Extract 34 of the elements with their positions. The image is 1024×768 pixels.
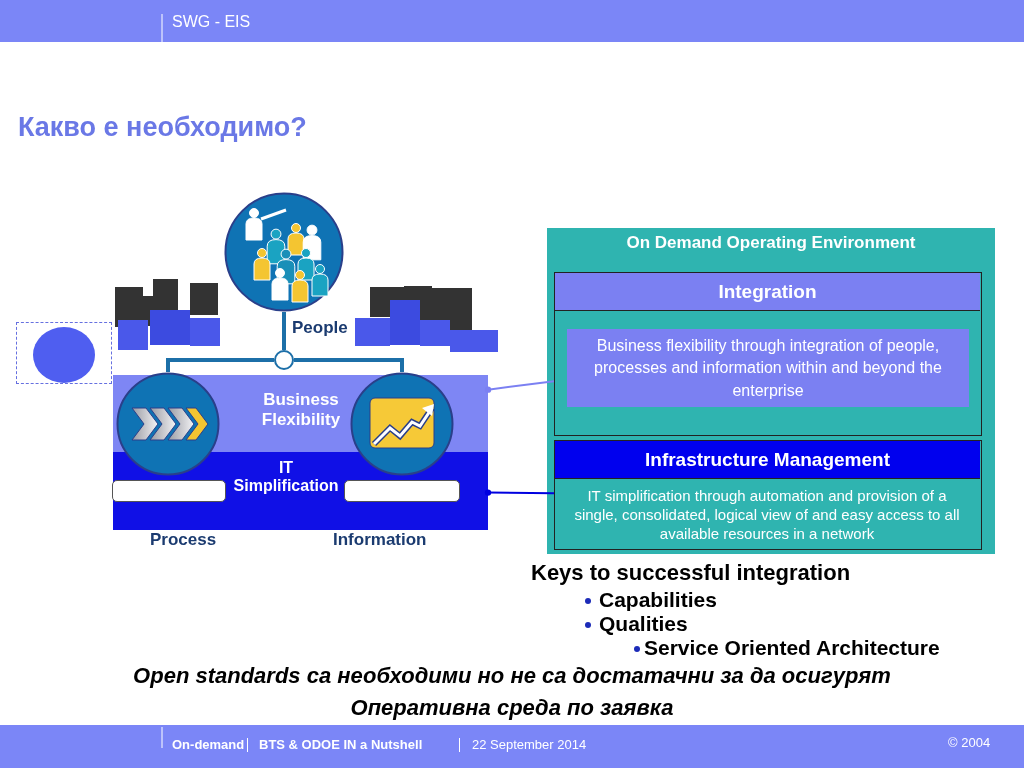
connector-line (166, 358, 274, 372)
people-caption: People (292, 318, 348, 338)
bullet-text: Capabilities (599, 588, 717, 612)
connector-line (484, 380, 555, 393)
connector-line (484, 489, 555, 496)
footer-text: 22 September 2014 (472, 737, 587, 752)
header-text: SWG - EIS (172, 13, 251, 31)
connector-line (282, 312, 286, 350)
information-caption: Information (333, 530, 427, 550)
bullet-text: Service Oriented Architecture (644, 636, 940, 660)
description-text: Business flexibility through integration of people, processes and information within and beyond the enterprise (593, 336, 943, 401)
conclusion-text: Open standards са необходими но не са достатачни за да осигурят Оперативна среда по заявка (132, 662, 892, 722)
keys-heading: Keys to successful integration (531, 560, 851, 586)
description-text: IT simplification through automation and provision of a single, consolidated, logical view of and easy access to all available resources in a network (573, 487, 961, 544)
band-label: Business Flexibility (260, 390, 342, 430)
process-circle (33, 327, 95, 383)
description-box (567, 329, 969, 407)
process-caption: Process (150, 530, 217, 550)
hub-circle (274, 350, 294, 370)
integration-section (554, 272, 982, 436)
panel-title: On Demand Operating Environment (625, 233, 917, 253)
section-header: Infrastructure Management (555, 441, 980, 479)
dashed-frame (16, 322, 112, 384)
band-label: IT Simplification (232, 459, 340, 496)
people-icon (224, 192, 344, 312)
footer-text: BTS & ODOE IN a Nutshell (259, 737, 423, 752)
slide-title: Какво е необходимо? (18, 112, 307, 143)
bullet-text: Qualities (599, 612, 688, 636)
environment-panel (547, 228, 995, 554)
connector-line (294, 358, 404, 372)
section-header: Integration (555, 273, 980, 311)
footer-text: On-demand (172, 737, 245, 752)
copyright-text: © 2004 (948, 735, 991, 750)
infrastructure-section (554, 440, 982, 550)
